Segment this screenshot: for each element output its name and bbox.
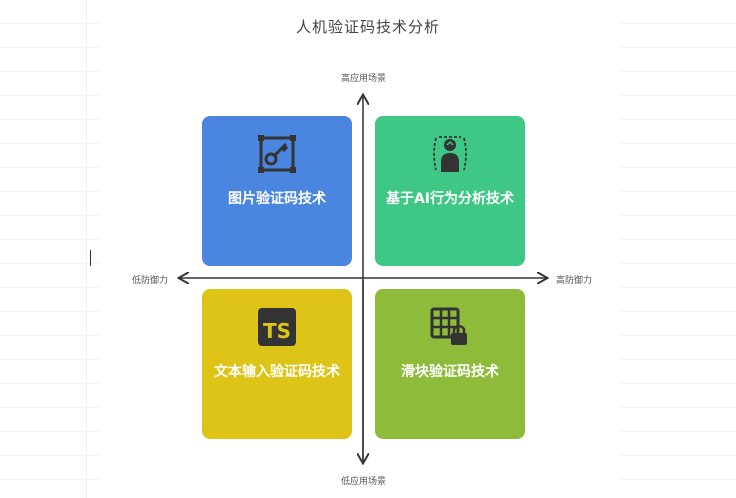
x-axis-right-label: 高防御力 <box>556 276 593 286</box>
quadrant-label: 图片验证码技术 <box>228 191 326 207</box>
quadrant-text-captcha: TS 文本输入验证码技术 <box>202 289 352 439</box>
canvas-area <box>100 0 620 498</box>
y-axis-top-label: 高应用场景 <box>341 74 387 84</box>
quadrant-slider-captcha: 滑块验证码技术 <box>375 289 525 439</box>
person-scan-icon <box>433 136 467 172</box>
image-key-icon <box>258 135 296 173</box>
text-cursor <box>90 250 91 266</box>
quadrant-ai-behavior: 基于AI行为分析技术 <box>375 116 525 266</box>
quadrant-label: 文本输入验证码技术 <box>214 364 340 380</box>
grid-lock-icon <box>430 307 467 345</box>
x-axis-left-label: 低防御力 <box>132 276 169 286</box>
ts-text-icon: TS <box>258 308 296 346</box>
quadrant-image-captcha: 图片验证码技术 <box>202 116 352 266</box>
y-axis-bottom-label: 低应用场景 <box>341 477 387 487</box>
margin-line <box>86 0 87 498</box>
diagram-title: 人机验证码技术分析 <box>295 18 440 36</box>
ts-icon-text: TS <box>263 319 291 343</box>
quadrant-label: 基于AI行为分析技术 <box>385 191 515 207</box>
quadrant-label: 滑块验证码技术 <box>401 364 499 380</box>
